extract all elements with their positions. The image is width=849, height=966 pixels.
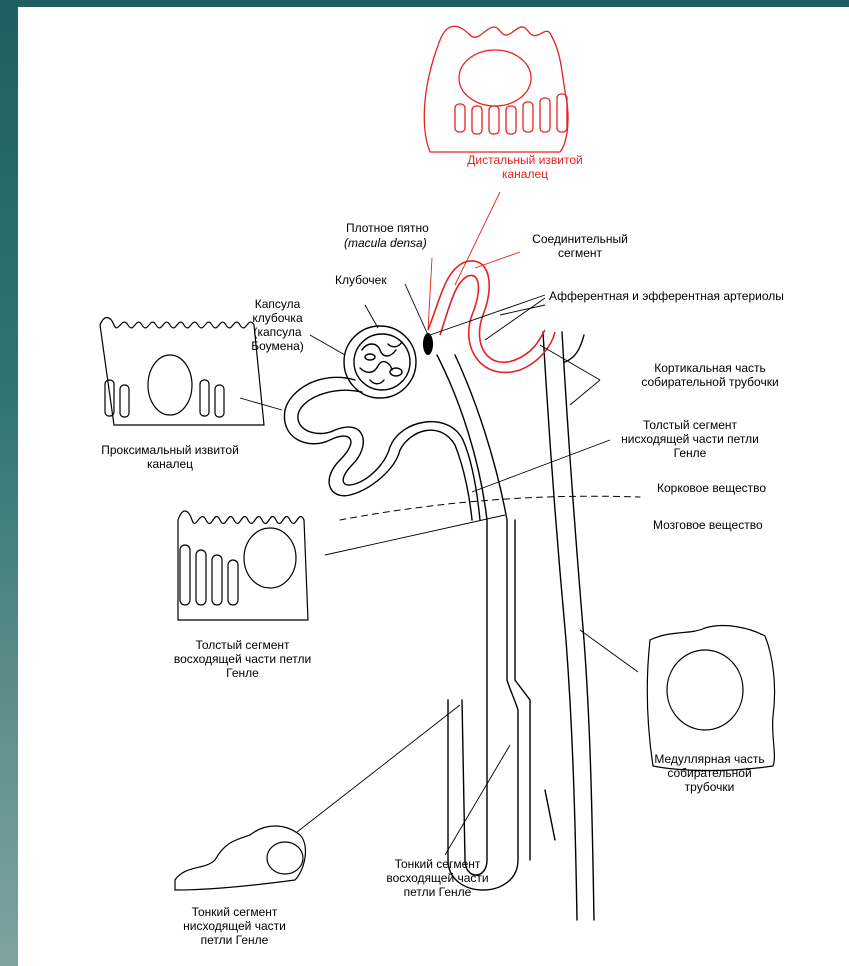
label-arterioles: Афферентная и эфферентная артериолы <box>549 289 784 303</box>
label-distal-tubule: Дистальный извитой каналец <box>460 153 590 181</box>
proximal-tubule <box>284 377 480 520</box>
label-connecting-segment: Соединительный сегмент <box>515 232 645 260</box>
distal-cell-drawing <box>424 26 568 152</box>
label-medullary-collecting-duct: Медуллярная часть собирательной трубочки <box>642 752 777 794</box>
thin-descending-cell-drawing <box>175 826 305 890</box>
loop-of-henle <box>437 355 530 890</box>
label-thin-descending: Тонкий сегмент нисходящей части петли Ге… <box>172 905 297 947</box>
glomerulus-drawing <box>344 326 416 398</box>
label-proximal-tubule: Проксимальный извитой каналец <box>100 443 240 471</box>
label-cortex: Корковое вещество <box>657 481 766 495</box>
medullary-cell-drawing <box>647 626 774 771</box>
label-thick-ascending: Толстый сегмент восходящей части петли Г… <box>170 638 315 680</box>
label-macula-densa-title: Плотное пятно <box>346 221 429 235</box>
label-cortical-collecting-duct: Кортикальная часть собирательной трубочк… <box>615 361 805 389</box>
label-macula-densa-latin: (macula densa) <box>344 236 427 250</box>
label-thin-ascending: Тонкий сегмент восходящей части петли Ге… <box>375 857 500 899</box>
thick-ascending-cell-drawing <box>178 511 308 620</box>
label-bowman-capsule: Капсула клубочка (капсула Боумена) <box>240 297 315 353</box>
collecting-duct <box>543 332 594 920</box>
label-glomerulus: Клубочек <box>335 273 387 287</box>
distal-tubule-path <box>428 261 555 372</box>
label-thick-descending: Толстый сегмент нисходящей части петли Г… <box>620 418 760 460</box>
label-medulla: Мозговое вещество <box>653 518 763 532</box>
